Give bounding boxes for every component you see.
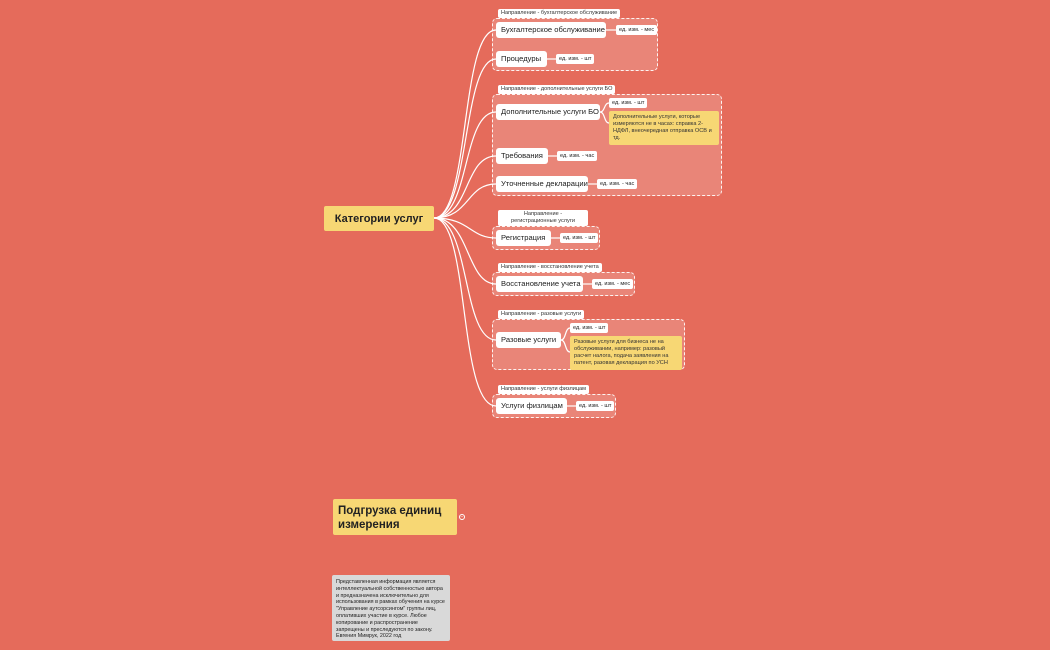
node-registration[interactable]: Регистрация: [496, 230, 551, 246]
unit-tag-accounting-recovery: ед. изм. - мес: [592, 279, 634, 289]
root-node-service-categories[interactable]: Категории услуг: [324, 206, 434, 231]
collapse-toggle-icon[interactable]: −: [459, 514, 465, 520]
note-one-time-services: Разовые услуги для бизнеса не на обслужи…: [570, 336, 682, 370]
unit-tag-one-time-services: ед. изм. - шт: [570, 323, 609, 333]
node-additional-services[interactable]: Дополнительные услуги БО: [496, 104, 600, 120]
node-amended-declarations[interactable]: Уточненные декларации: [496, 176, 588, 192]
copyright-notice: Представленная информация является интел…: [332, 575, 450, 641]
unit-tag-additional-services: ед. изм. - шт: [609, 98, 648, 108]
node-requirements[interactable]: Требования: [496, 148, 548, 164]
unit-tag-procedures: ед. изм. - шт: [556, 54, 595, 64]
group-title-accounting-recovery: Направление - восстановление учета: [498, 263, 602, 272]
unit-tag-accounting-service: ед. изм. - мес: [616, 25, 658, 35]
group-title-one-time-services: Направление - разовые услуги: [498, 310, 585, 319]
node-one-time-services[interactable]: Разовые услуги: [496, 332, 561, 348]
unit-tag-individual-services: ед. изм. - шт: [576, 401, 615, 411]
root-node-unit-loading[interactable]: Подгрузка единиц измерения: [333, 499, 457, 535]
unit-tag-requirements: ед. изм. - час: [557, 151, 598, 161]
node-individual-services[interactable]: Услуги физлицам: [496, 398, 567, 414]
note-additional-services: Дополнительные услуги, которые измеряютс…: [609, 111, 719, 145]
unit-tag-amended-declarations: ед. изм. - час: [597, 179, 638, 189]
node-accounting-recovery[interactable]: Восстановление учета: [496, 276, 583, 292]
group-title-additional-services: Направление - дополнительные услуги БО: [498, 85, 616, 94]
node-accounting-service[interactable]: Бухгалтерское обслуживание: [496, 22, 606, 38]
group-title-individual-services: Направление - услуги физлицам: [498, 385, 590, 394]
group-title-accounting: Направление - бухгалтерское обслуживание: [498, 9, 621, 18]
group-title-registration: Направление - регистрационные услуги: [498, 210, 588, 226]
node-procedures[interactable]: Процедуры: [496, 51, 547, 67]
unit-tag-registration: ед. изм. - шт: [560, 233, 599, 243]
